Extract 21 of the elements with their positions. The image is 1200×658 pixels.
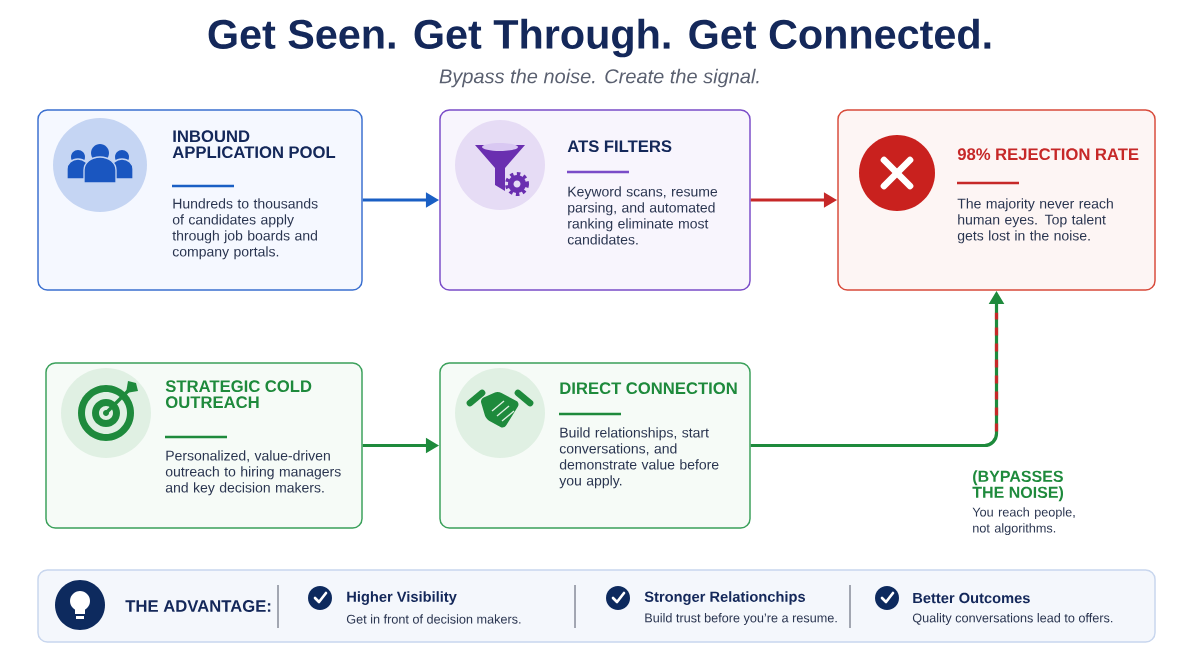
note: You reach people, not algorithms.: [972, 507, 1075, 536]
card-heading: ATS FILTERS: [567, 140, 672, 153]
card-text: Build relationships, start conversations, and demonstrate value before you apply.: [559, 427, 719, 489]
panel-heading: THE ADVANTAGE:: [125, 600, 271, 612]
subtitle: Bypass the noise. Create the signal.: [439, 68, 759, 88]
card-heading: 98% REJECTION RATE: [957, 148, 1139, 161]
title: Get Seen. Get Through. Get Connected.: [208, 18, 991, 58]
benefit-heading: Stronger Relationchips: [644, 591, 805, 605]
benefit-text: Build trust before you’re a resume.: [645, 613, 837, 625]
card-heading: DIRECT CONNECTION: [560, 382, 737, 395]
benefit-text: Quality conversations lead to offers.: [912, 613, 1113, 625]
benefit-text: Get in front of decision makers.: [346, 614, 521, 624]
card-text: The majority never reach human eyes. Top talent gets lost in the noise.: [957, 198, 1113, 244]
card-heading: STRATEGIC COLD OUTREACH: [165, 380, 312, 409]
card-heading: INBOUND APPLICATION POOL: [172, 130, 336, 159]
card-text: Keyword scans, resume parsing, and automated ranking eliminate most candidates.: [567, 186, 718, 245]
edge-label: (BYPASSES THE NOISE): [972, 470, 1064, 502]
benefit-heading: Higher Visibility: [347, 591, 457, 605]
card-text: Hundreds to thousands of candidates apply through job boards and company portals.: [172, 198, 318, 260]
benefit-heading: Better Outcomes: [913, 592, 1030, 604]
card-text: Personalized, value-driven outreach to hiring managers and key decision makers.: [165, 450, 341, 496]
